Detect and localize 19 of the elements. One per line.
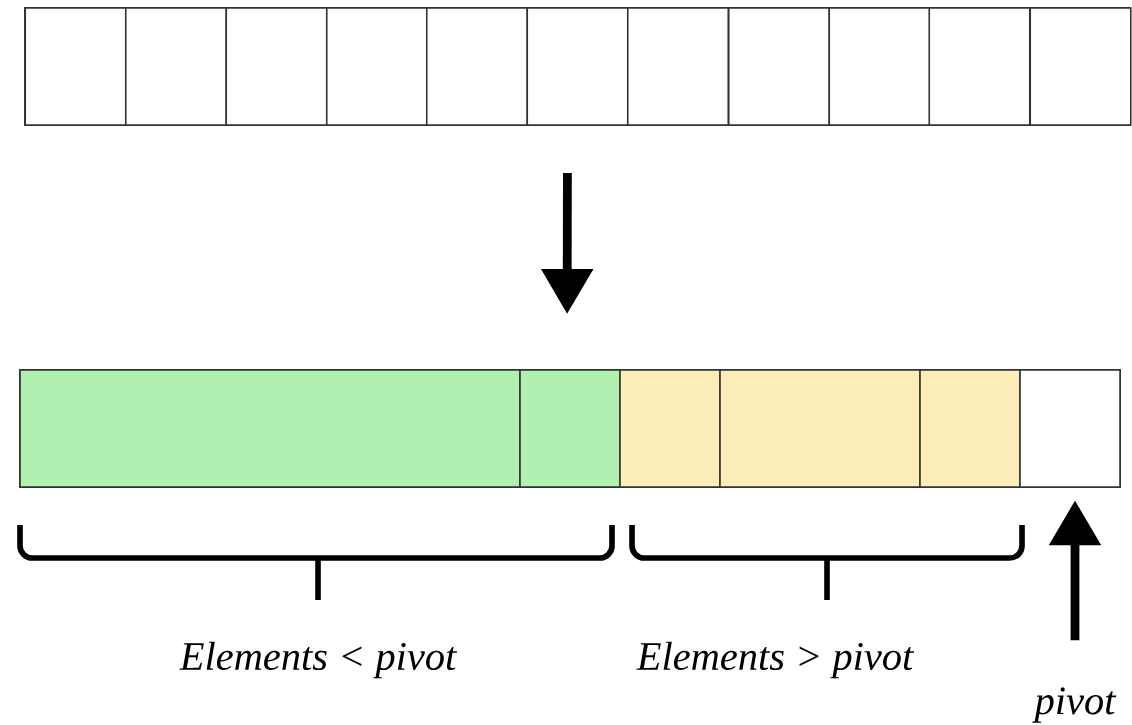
brace-label: Elements < pivot — [179, 641, 458, 679]
array-cell — [727, 7, 831, 126]
array-cell — [626, 7, 730, 126]
array-cell — [828, 7, 931, 126]
node-text: pivot — [1032, 687, 1117, 723]
array-cell — [919, 369, 1021, 488]
array-cell — [425, 7, 529, 126]
array-cell — [619, 369, 721, 488]
array-cell — [519, 369, 621, 488]
array-cell — [1029, 7, 1132, 126]
array-cell — [24, 7, 127, 126]
brace-label: Elements > pivot — [636, 641, 915, 679]
array-cell — [325, 7, 429, 126]
array-cell — [928, 7, 1031, 126]
array-cell — [719, 369, 921, 488]
array-cell — [124, 7, 228, 126]
array-cell — [1019, 369, 1121, 488]
array-cell — [225, 7, 328, 126]
array-cell — [526, 7, 629, 126]
